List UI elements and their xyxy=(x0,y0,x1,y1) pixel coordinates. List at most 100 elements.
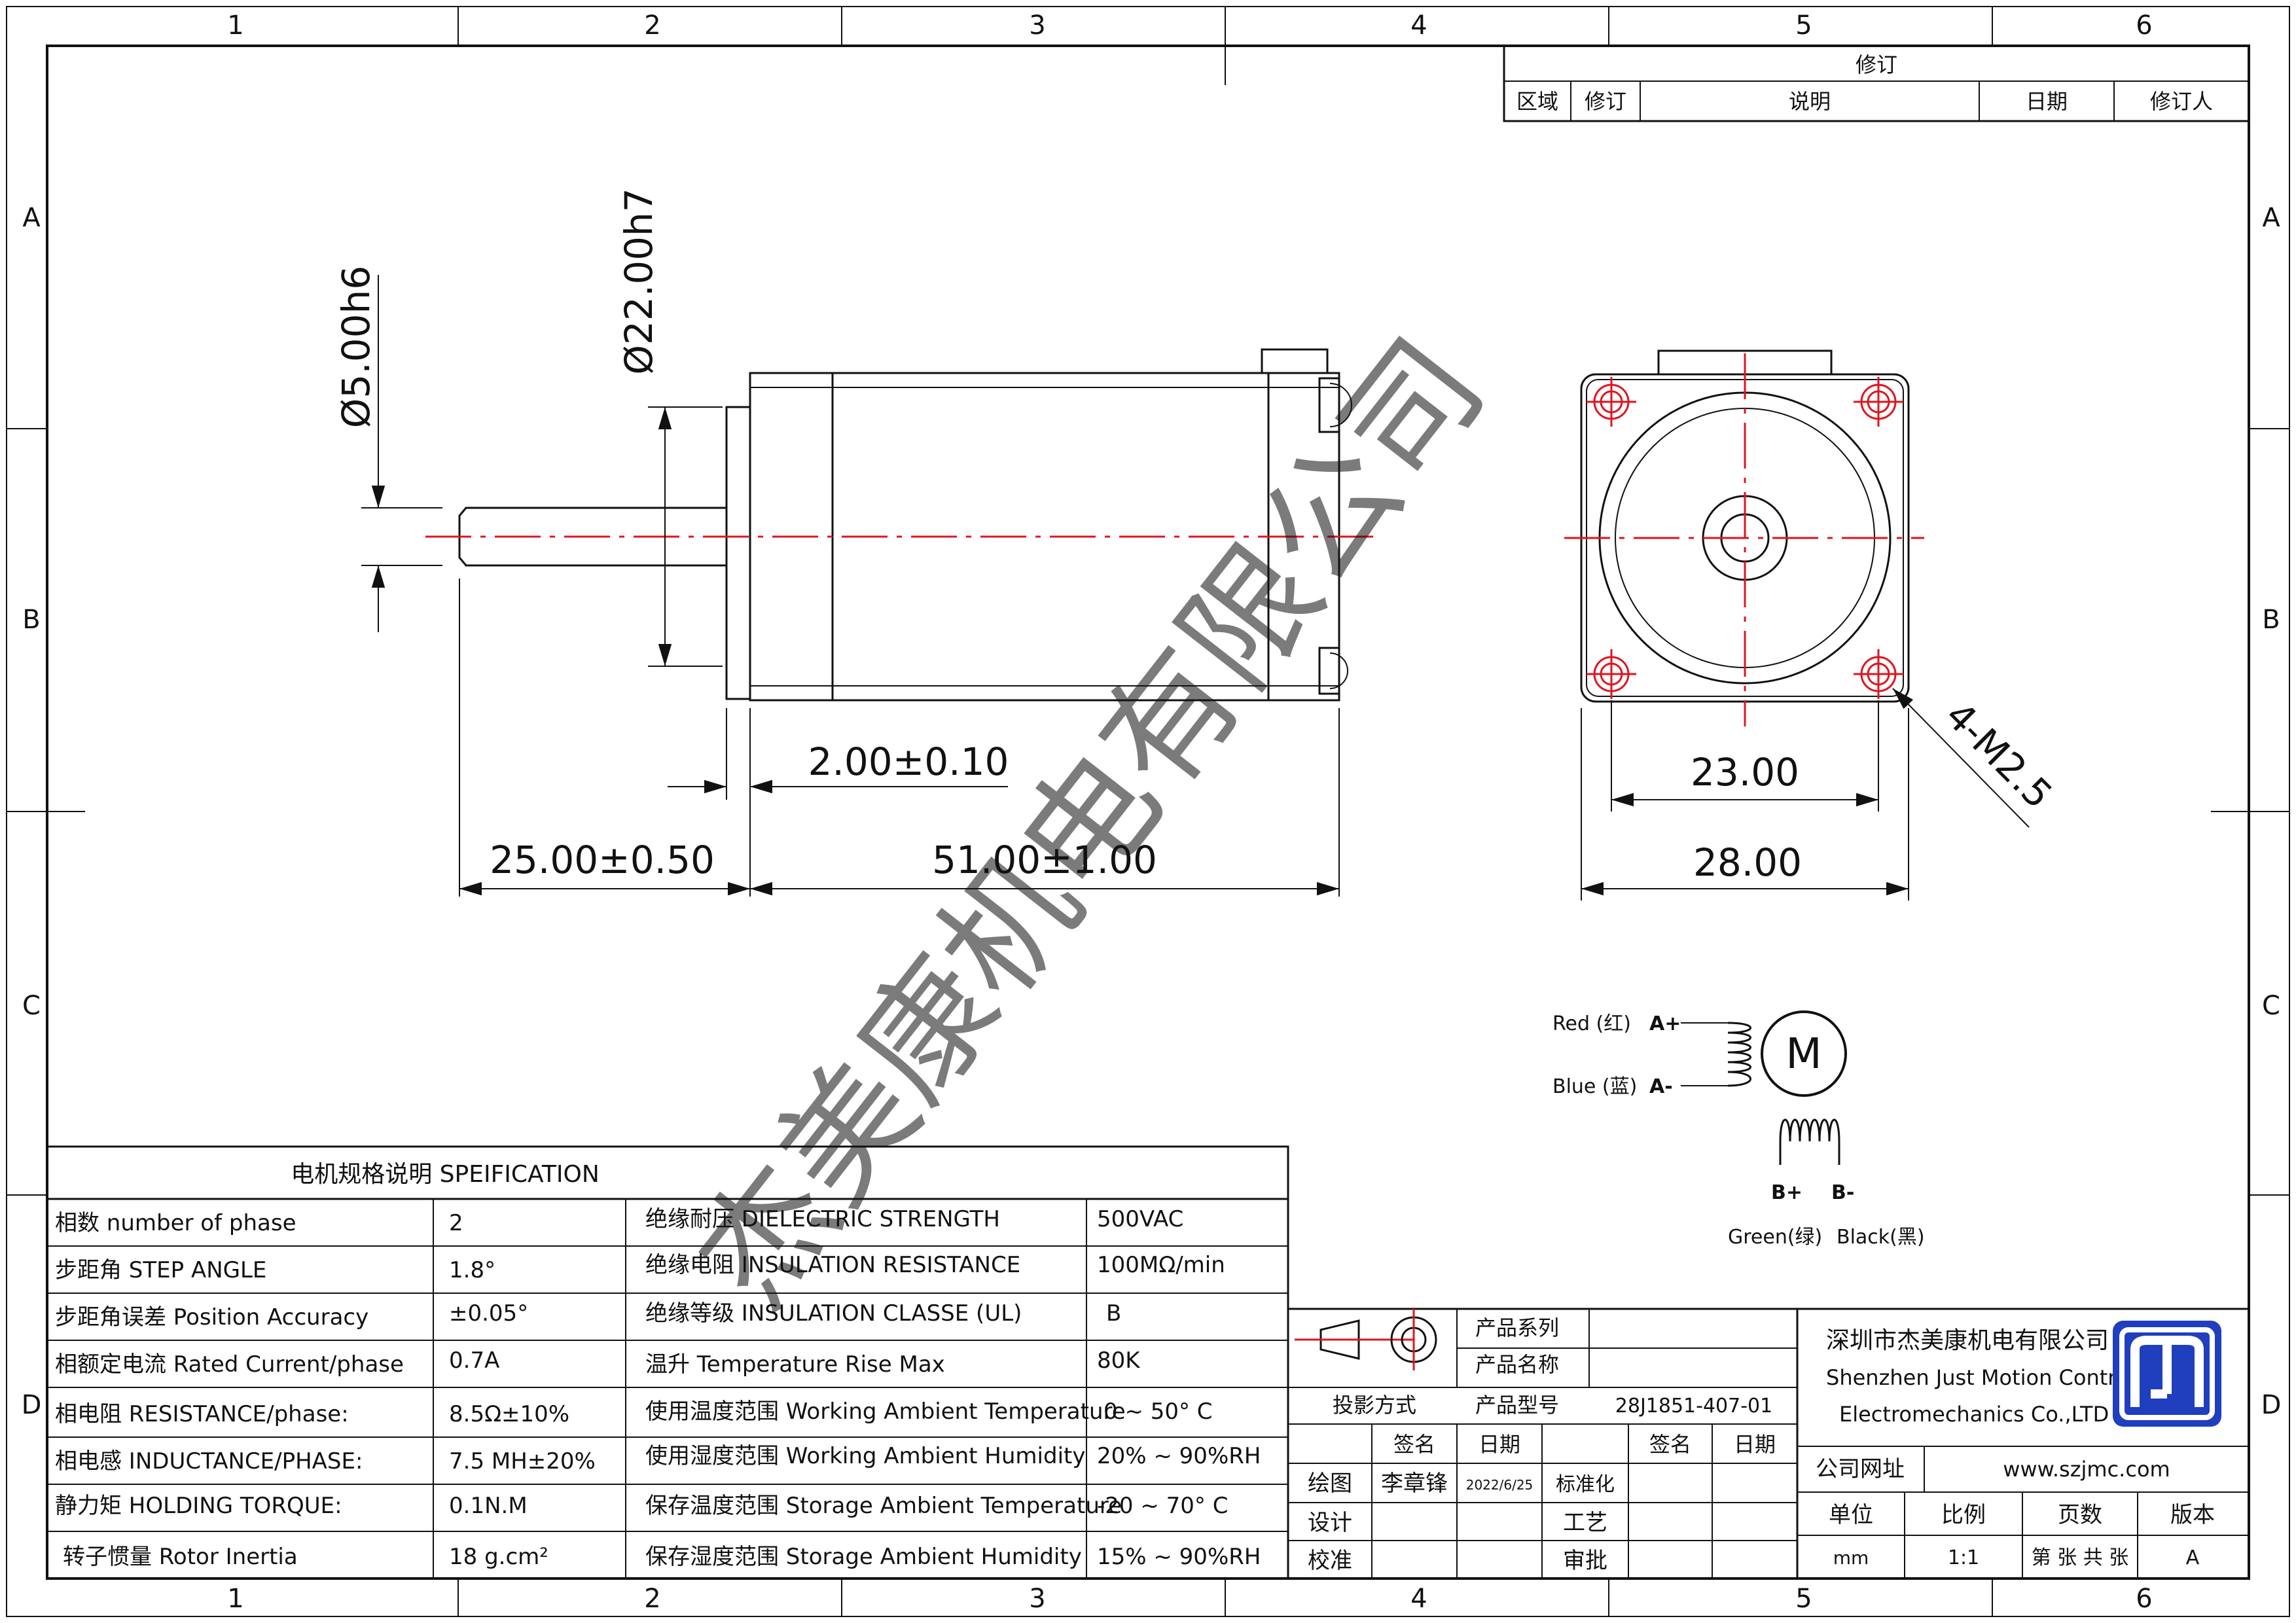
tb-sign-header: 签名 xyxy=(1393,1432,1435,1457)
grid-col-label: 5 xyxy=(1795,10,1812,41)
spec-cell: 绝缘耐压 DIELECTRIC STRENGTH xyxy=(645,1206,1000,1232)
tb-scale-label: 比例 xyxy=(1941,1502,1986,1528)
motor-side-view xyxy=(425,348,1381,702)
tb-name-label: 产品名称 xyxy=(1475,1352,1559,1377)
revision-header: 日期 xyxy=(2026,89,2068,114)
wire-black-label: Black(黑) xyxy=(1837,1226,1925,1249)
spec-cell: 使用湿度范围 Working Ambient Humidity xyxy=(645,1443,1085,1469)
dim-body-length: 51.00±1.00 xyxy=(932,838,1157,882)
wire-b-plus: B+ xyxy=(1771,1181,1803,1204)
projection-symbol-icon xyxy=(1319,1319,1360,1360)
tb-pages: 第 张 共 张 xyxy=(2032,1546,2129,1569)
wire-b-minus: B- xyxy=(1831,1181,1854,1204)
spec-cell: 2 xyxy=(449,1210,463,1236)
spec-cell: 转子惯量 Rotor Inertia xyxy=(63,1544,298,1570)
revision-header: 修订人 xyxy=(2150,89,2213,114)
revision-title: 修订 xyxy=(1856,52,1897,77)
spec-cell: 0.7A xyxy=(449,1347,499,1374)
tb-company-en2: Electromechanics Co.,LTD xyxy=(1839,1402,2109,1427)
coil-a-icon xyxy=(1727,1022,1751,1087)
grid-col-label: 3 xyxy=(1029,10,1045,41)
mount-holes xyxy=(1587,377,1903,699)
tb-sign-header: 签名 xyxy=(1649,1432,1691,1457)
grid-row-label: B xyxy=(22,605,40,635)
tb-draw-date: 2022/6/25 xyxy=(1466,1477,1534,1493)
coil-b-icon xyxy=(1779,1118,1840,1165)
dim-shaft-diameter: Ø5.00h6 xyxy=(334,266,378,428)
wire-blue-label: Blue (蓝) xyxy=(1552,1075,1637,1098)
motor-pilot-boss xyxy=(725,406,751,700)
spec-cell: 500VAC xyxy=(1097,1206,1183,1232)
spec-cell: 相电感 INDUCTANCE/PHASE: xyxy=(55,1448,363,1474)
title-block: 产品系列 产品名称 投影方式 产品型号 28J1851-407-01 签名 日期… xyxy=(1287,1308,2250,1580)
spec-cell: 相额定电流 Rated Current/phase xyxy=(55,1351,404,1378)
grid-col-label: 1 xyxy=(227,1584,243,1614)
spec-cell: -20 ~ 70° C xyxy=(1097,1493,1228,1519)
grid-col-label: 6 xyxy=(2136,1584,2152,1614)
wiring-diagram: Red (红) Blue (蓝) A+ A- M B+ B- Green(绿) … xyxy=(1552,1010,1925,1249)
tb-company-cn: 深圳市杰美康机电有限公司 xyxy=(1826,1327,2109,1354)
dim-pilot-diameter: Ø22.00h7 xyxy=(617,188,661,374)
grid-row-label: D xyxy=(2261,1390,2282,1420)
spec-cell: 步距角 STEP ANGLE xyxy=(55,1257,266,1283)
revision-header: 区域 xyxy=(1516,89,1558,114)
spec-table: 电机规格说明 SPEIFICATION 相数 number of phase 2… xyxy=(46,1145,1289,1580)
watermark: 杰美康机电有限公司 xyxy=(668,312,1513,1334)
front-dimensions: 23.00 28.00 4-M2.5 xyxy=(1581,688,2061,901)
spec-cell: 静力矩 HOLDING TORQUE: xyxy=(55,1493,342,1519)
spec-cell: 相电阻 RESISTANCE/phase: xyxy=(55,1401,349,1427)
tb-design-label: 设计 xyxy=(1308,1510,1352,1536)
grid-ticks xyxy=(7,7,2289,1616)
dim-hole-spacing: 23.00 xyxy=(1691,750,1799,794)
spec-cell: 7.5 MH±20% xyxy=(449,1448,596,1474)
spec-title: 电机规格说明 SPEIFICATION xyxy=(291,1161,600,1188)
spec-cell: 绝缘电阻 INSULATION RESISTANCE xyxy=(645,1252,1020,1278)
spec-cell: 15% ~ 90%RH xyxy=(1097,1544,1261,1570)
grid-row-label: B xyxy=(2262,605,2280,635)
tb-unit-label: 单位 xyxy=(1829,1502,1873,1528)
motor-symbol-label: M xyxy=(1785,1030,1821,1079)
spec-cell: 0.1N.M xyxy=(449,1493,528,1519)
spec-cell: 使用温度范围 Working Ambient Temperature xyxy=(645,1399,1126,1425)
grid-col-label: 5 xyxy=(1795,1584,1812,1614)
motor-connector xyxy=(1261,348,1329,374)
tb-date-header: 日期 xyxy=(1479,1432,1520,1457)
dim-pilot-length: 2.00±0.10 xyxy=(808,740,1009,784)
motor-symbol-icon xyxy=(1761,1010,1847,1097)
spec-cell: 0 ~ 50° C xyxy=(1103,1399,1213,1425)
spec-cell: 20% ~ 90%RH xyxy=(1097,1443,1261,1469)
tb-model-label: 产品型号 xyxy=(1475,1393,1559,1418)
company-logo-icon xyxy=(2113,1321,2221,1427)
spec-cell: 8.5Ω±10% xyxy=(449,1401,569,1427)
dim-flange-width: 28.00 xyxy=(1693,840,1802,885)
grid-col-label: 3 xyxy=(1029,1584,1045,1614)
tb-standard-label: 标准化 xyxy=(1556,1473,1615,1496)
grid-row-label: C xyxy=(2262,991,2280,1021)
grid-row-label: C xyxy=(22,991,41,1021)
wire-a-minus: A- xyxy=(1649,1075,1673,1098)
wire-a-plus: A+ xyxy=(1649,1012,1681,1035)
grid-col-label: 4 xyxy=(1410,1584,1427,1614)
side-dimensions: Ø5.00h6 Ø22.00h7 2.00±0.10 25.00±0.50 51… xyxy=(334,188,1340,897)
revision-table: 修订 区域 修订 说明 日期 修订人 xyxy=(1503,45,2250,122)
spec-cell: 18 g.cm² xyxy=(449,1544,548,1570)
grid-col-label: 6 xyxy=(2136,10,2152,41)
tb-company-en1: Shenzhen Just Motion Control xyxy=(1826,1365,2134,1390)
wire-red-label: Red (红) xyxy=(1552,1012,1631,1035)
tb-website-label: 公司网址 xyxy=(1816,1456,1905,1482)
grid-col-label: 4 xyxy=(1410,10,1427,41)
spec-cell: 100MΩ/min xyxy=(1097,1252,1225,1278)
grid-col-label: 2 xyxy=(644,1584,660,1614)
tb-model-value: 28J1851-407-01 xyxy=(1615,1395,1772,1418)
spec-cell: ±0.05° xyxy=(449,1300,528,1327)
motor-front-view xyxy=(1564,349,1924,726)
grid-row-label: D xyxy=(22,1390,42,1420)
spec-cell: 绝缘等级 INSULATION CLASSE (UL) xyxy=(645,1300,1022,1327)
tb-pages-label: 页数 xyxy=(2058,1502,2102,1528)
tb-version-label: 版本 xyxy=(2170,1502,2215,1528)
grid-row-label: A xyxy=(2262,203,2280,233)
tb-projection-label: 投影方式 xyxy=(1333,1393,1416,1418)
dim-shaft-length: 25.00±0.50 xyxy=(490,838,715,882)
spec-cell: 80K xyxy=(1097,1347,1141,1374)
